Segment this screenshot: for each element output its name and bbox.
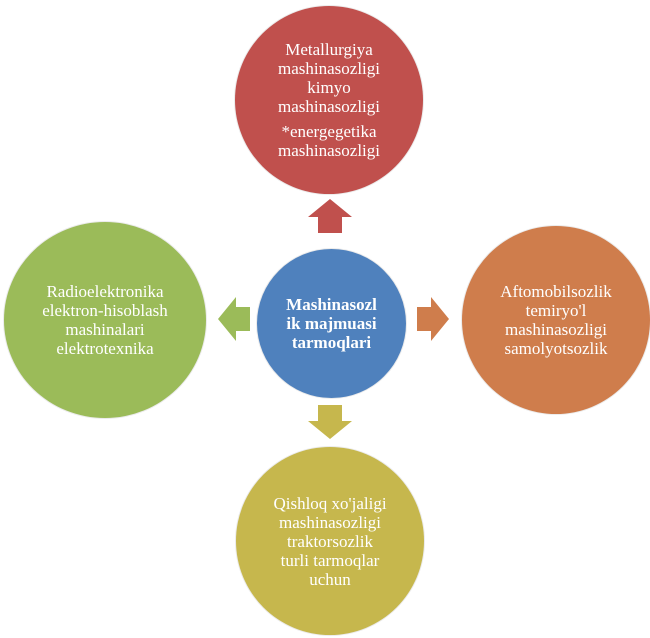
arrow-right-icon <box>417 297 449 341</box>
arrow-up-icon <box>308 199 352 233</box>
right-label: Aftomobilsozlik temiryo'l mashinasozligi… <box>500 282 612 358</box>
arrow-down-shape <box>308 405 352 439</box>
bottom-circle: Qishloq xo'jaligi mashinasozligi traktor… <box>236 447 424 635</box>
left-label: Radioelektronika elektron-hisoblash mash… <box>42 282 168 358</box>
top-label-primary: Metallurgiya mashinasozligi kimyo mashin… <box>278 40 380 116</box>
top-label-secondary: *energegetika mashinasozligi <box>278 122 380 160</box>
arrow-left-shape <box>218 297 250 341</box>
center-label: Mashinasozl ik majmuasi tarmoqlari <box>286 295 377 352</box>
arrow-left-icon <box>218 297 250 341</box>
left-circle: Radioelektronika elektron-hisoblash mash… <box>4 222 206 418</box>
right-circle: Aftomobilsozlik temiryo'l mashinasozligi… <box>462 226 650 414</box>
top-circle: Metallurgiya mashinasozligi kimyo mashin… <box>235 6 423 194</box>
arrow-right-shape <box>417 297 449 341</box>
arrow-down-icon <box>308 405 352 439</box>
bottom-label: Qishloq xo'jaligi mashinasozligi traktor… <box>273 493 387 589</box>
center-circle: Mashinasozl ik majmuasi tarmoqlari <box>257 249 406 398</box>
arrow-up-shape <box>308 199 352 233</box>
